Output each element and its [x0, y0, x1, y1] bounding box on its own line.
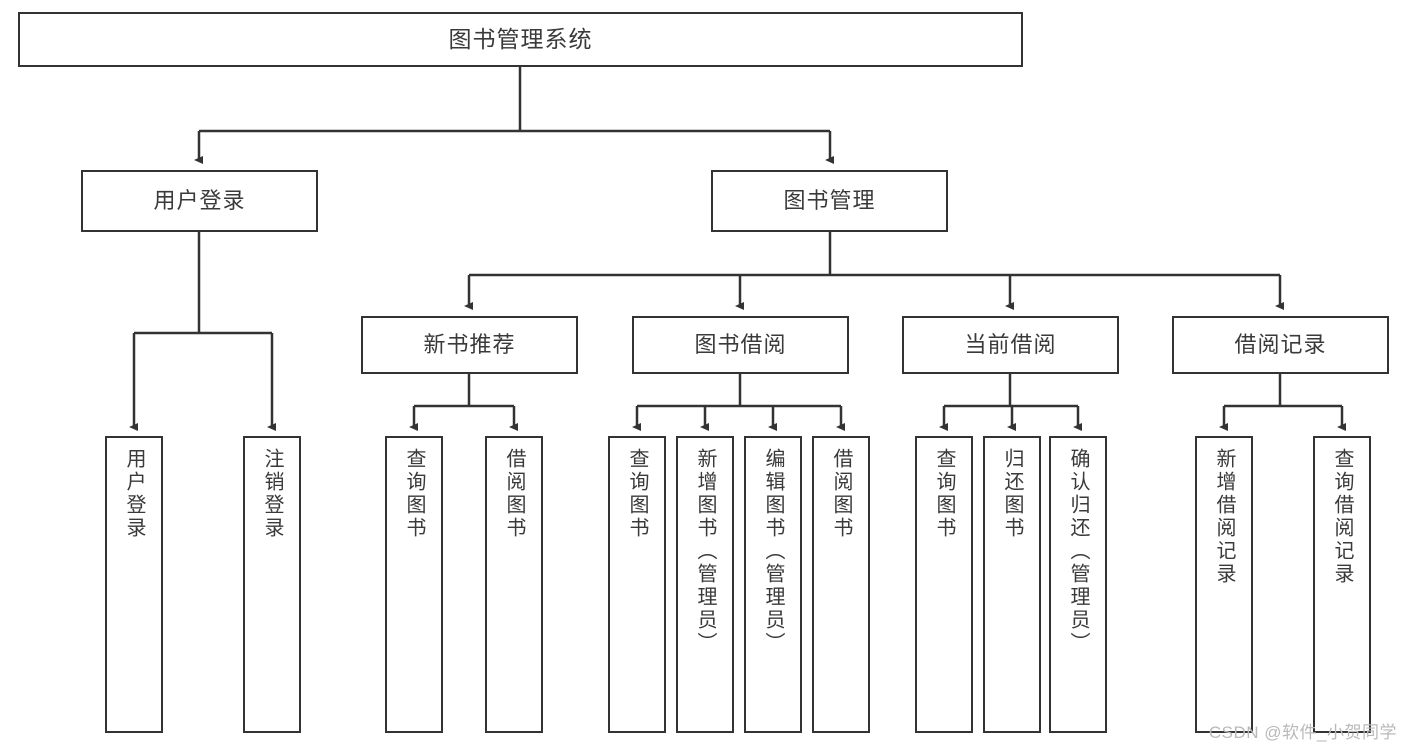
leaf-records-add-record[interactable]: 新增借阅记录 — [1195, 436, 1253, 733]
node-current-borrow-label: 当前借阅 — [964, 332, 1057, 358]
leaf-user-login-login-label: 用户登录 — [123, 448, 145, 540]
leaf-recommend-borrow-book-label: 借阅图书 — [503, 448, 525, 540]
node-root-label: 图书管理系统 — [448, 26, 593, 53]
leaf-recommend-query-book-label: 查询图书 — [403, 448, 425, 540]
leaf-records-query-record-label: 查询借阅记录 — [1331, 448, 1353, 586]
leaf-borrow-borrow-book[interactable]: 借阅图书 — [812, 436, 870, 733]
node-borrow-records[interactable]: 借阅记录 — [1172, 316, 1389, 374]
leaf-current-return-book[interactable]: 归还图书 — [983, 436, 1041, 733]
node-book-management[interactable]: 图书管理 — [711, 170, 948, 232]
node-user-login[interactable]: 用户登录 — [81, 170, 318, 232]
leaf-user-login-logout[interactable]: 注销登录 — [243, 436, 301, 733]
leaf-borrow-add-book-label: 新增图书（管理员） — [694, 448, 716, 655]
leaf-current-confirm-return[interactable]: 确认归还（管理员） — [1049, 436, 1107, 733]
node-current-borrow[interactable]: 当前借阅 — [902, 316, 1119, 374]
leaf-current-return-book-label: 归还图书 — [1001, 448, 1023, 540]
leaf-borrow-add-book[interactable]: 新增图书（管理员） — [676, 436, 734, 733]
node-user-login-label: 用户登录 — [153, 188, 246, 214]
leaf-borrow-query-book[interactable]: 查询图书 — [608, 436, 666, 733]
leaf-borrow-edit-book-label: 编辑图书（管理员） — [762, 448, 784, 655]
leaf-records-query-record[interactable]: 查询借阅记录 — [1313, 436, 1371, 733]
csdn-watermark: CSDN @软件_小贺同学 — [1208, 723, 1397, 742]
node-book-management-label: 图书管理 — [783, 188, 876, 214]
node-book-borrow-label: 图书借阅 — [694, 332, 787, 358]
leaf-current-confirm-return-label: 确认归还（管理员） — [1067, 448, 1089, 655]
node-root[interactable]: 图书管理系统 — [18, 12, 1023, 67]
leaf-borrow-query-book-label: 查询图书 — [626, 448, 648, 540]
node-new-book-recommend-label: 新书推荐 — [423, 332, 516, 358]
leaf-current-query-book[interactable]: 查询图书 — [915, 436, 973, 733]
leaf-user-login-logout-label: 注销登录 — [261, 448, 283, 540]
leaf-user-login-login[interactable]: 用户登录 — [105, 436, 163, 733]
leaf-recommend-borrow-book[interactable]: 借阅图书 — [485, 436, 543, 733]
node-new-book-recommend[interactable]: 新书推荐 — [361, 316, 578, 374]
leaf-recommend-query-book[interactable]: 查询图书 — [385, 436, 443, 733]
node-book-borrow[interactable]: 图书借阅 — [632, 316, 849, 374]
leaf-borrow-borrow-book-label: 借阅图书 — [830, 448, 852, 540]
leaf-borrow-edit-book[interactable]: 编辑图书（管理员） — [744, 436, 802, 733]
leaf-records-add-record-label: 新增借阅记录 — [1213, 448, 1235, 586]
leaf-current-query-book-label: 查询图书 — [933, 448, 955, 540]
node-borrow-records-label: 借阅记录 — [1234, 332, 1327, 358]
